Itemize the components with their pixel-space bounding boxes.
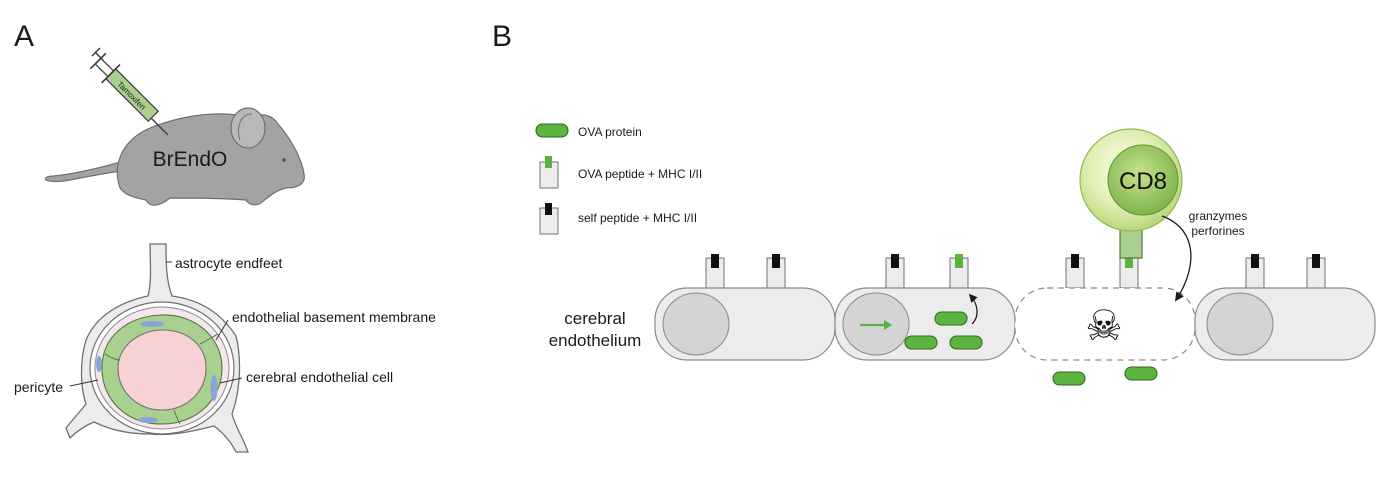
pericyte-nucleus <box>96 356 102 372</box>
skull-icon: ☠ <box>1085 302 1123 349</box>
panel-letter-b: B <box>492 20 513 53</box>
endothelial-cell-4 <box>1194 254 1376 361</box>
label-basement-membrane: endothelial basement membrane <box>232 309 436 325</box>
endothelial-nucleus <box>138 417 158 423</box>
legend-ova-protein-label: OVA protein <box>578 125 642 139</box>
mouse-eye <box>282 158 286 162</box>
legend-ova-peptide-label: OVA peptide + MHC I/II <box>578 167 702 181</box>
panel-letter-a: A <box>14 20 35 53</box>
mouse-ear-inner <box>238 113 253 141</box>
ova-protein-intracellular <box>949 335 983 350</box>
ova-protein-intracellular <box>934 311 968 326</box>
leader-basement-membrane <box>215 319 229 341</box>
ova-protein-released <box>1052 371 1086 386</box>
presentation-arrow <box>968 293 978 325</box>
ova-protein-intracellular <box>904 335 938 350</box>
cell-junction <box>173 409 181 425</box>
endothelial-cell-2 <box>834 254 1016 361</box>
legend-self-peptide-marker <box>545 203 552 215</box>
tcell-label: CD8 <box>1119 168 1167 195</box>
legend-ova-peptide-marker <box>545 156 552 168</box>
label-endothelial-cell: cerebral endothelial cell <box>246 369 393 385</box>
leader-pericyte <box>69 379 99 387</box>
granzyme-arrow <box>1161 215 1192 302</box>
label-pericyte: pericyte <box>14 379 63 395</box>
cell-junction <box>104 353 121 361</box>
mouse-ear <box>230 107 266 149</box>
endothelial-cell-3-dying: ☠ <box>1014 254 1196 361</box>
granzymes-label: granzymes <box>1189 209 1248 223</box>
tcell-nucleus <box>1107 144 1179 216</box>
legend-ova-protein-swatch <box>535 123 569 138</box>
mouse-label: BrEndO <box>153 148 228 171</box>
legend: OVA protein OVA peptide + MHC I/II self … <box>535 123 702 235</box>
mouse-tail <box>44 159 131 183</box>
endothelial-nucleus <box>210 375 218 401</box>
endothelial-nucleus <box>140 321 164 327</box>
label-astrocyte-endfeet: astrocyte endfeet <box>175 255 283 271</box>
ova-protein-released <box>1124 366 1158 381</box>
legend-self-peptide-label: self peptide + MHC I/II <box>578 211 697 225</box>
endothelial-cell-1 <box>654 254 836 361</box>
lumen <box>117 329 207 411</box>
vessel-cross-section <box>65 243 249 453</box>
endothelium-label-line2: endothelium <box>549 331 642 350</box>
uptake-arrowhead <box>884 320 892 330</box>
mouse-illustration: BrEndO <box>44 107 305 206</box>
endothelium-label-line1: cerebral <box>564 309 625 328</box>
cd8-t-cell: CD8 <box>1079 128 1183 259</box>
perforines-label: perforines <box>1191 224 1244 238</box>
cell-junction <box>199 333 219 345</box>
syringe-icon: Tamoxifen <box>89 47 169 136</box>
leader-endothelial-cell <box>219 377 243 384</box>
